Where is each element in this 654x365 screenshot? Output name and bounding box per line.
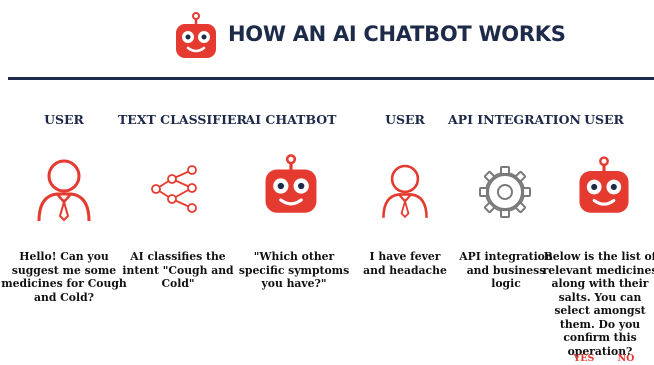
step-text: "Which other specific symptoms you have?…	[238, 250, 350, 290]
step-api-integration: API INTEGRATION API integration and busi…	[448, 80, 581, 358]
step-text: Below is the list of relevant medicines …	[542, 250, 654, 358]
step-user-result: USER Below is the list of relevant medic…	[543, 80, 654, 364]
step-user-answer: USER I have fever and headache	[348, 80, 462, 358]
step-user-question: USER Hello! Can you suggest me some medi…	[0, 80, 128, 358]
page-title: HOW AN AI CHATBOT WORKS	[228, 22, 566, 46]
robot-icon	[579, 156, 629, 213]
robot-icon	[265, 154, 317, 213]
step-title: USER	[385, 112, 425, 127]
step-text: Hello! Can you suggest me some medicines…	[1, 250, 127, 304]
yes-button[interactable]: YES	[573, 353, 595, 364]
robot-icon	[176, 12, 216, 58]
gear-icon	[479, 166, 531, 218]
network-nodes-icon	[151, 165, 197, 213]
step-text: API integration and business logic	[459, 250, 553, 290]
step-text-classifier: TEXT CLASSIFIER AI classifies the intent…	[118, 80, 247, 358]
user-icon	[37, 159, 91, 222]
step-ai-chatbot: AI CHATBOT "Which other specific symptom…	[234, 80, 349, 358]
step-title: AI CHATBOT	[245, 112, 337, 127]
step-text: I have fever and headache	[363, 250, 447, 277]
header: HOW AN AI CHATBOT WORKS	[0, 0, 654, 80]
step-title: TEXT CLASSIFIER	[118, 112, 247, 127]
step-title: API INTEGRATION	[448, 112, 581, 127]
step-text: AI classifies the intent "Cough and Cold…	[122, 250, 234, 290]
step-title: USER	[584, 112, 624, 127]
user-icon	[382, 164, 428, 219]
step-title: USER	[44, 112, 84, 127]
no-button[interactable]: NO	[617, 353, 635, 364]
header-divider	[8, 77, 654, 80]
confirm-choices: YES NO	[548, 346, 654, 365]
